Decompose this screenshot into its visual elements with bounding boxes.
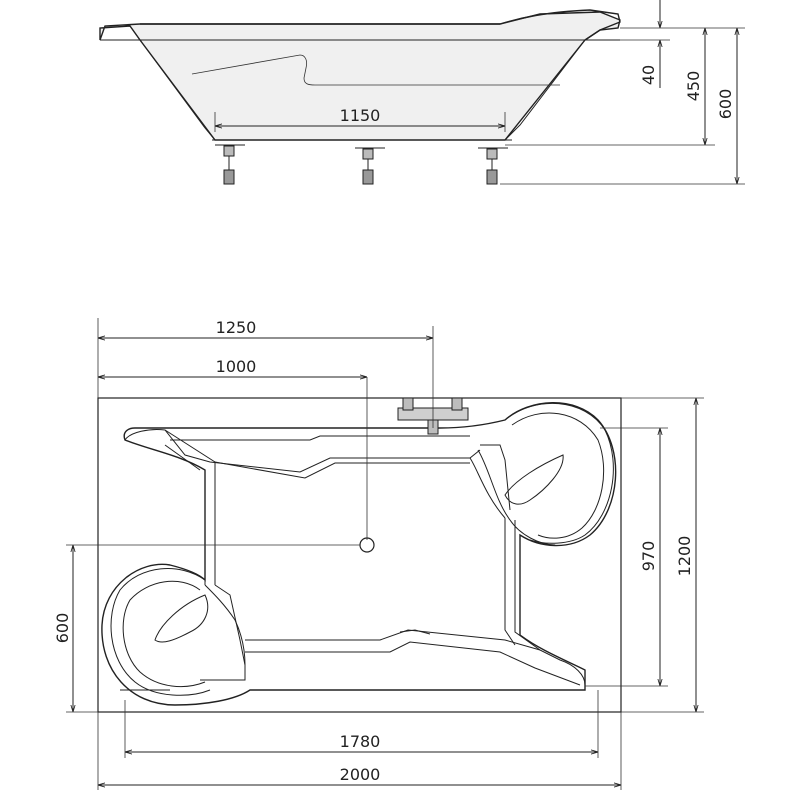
dimension-600-height: 600: [716, 28, 737, 184]
top-view-headrest-left: [110, 568, 211, 696]
dimension-label-40: 40: [639, 65, 658, 85]
dimension-label-1000: 1000: [216, 357, 257, 376]
top-view-headrest-left-groove: [154, 594, 209, 643]
top-view-headrest-right: [504, 402, 614, 544]
tub-leg-middle: [355, 147, 385, 185]
dimension-label-1780: 1780: [340, 732, 381, 751]
dimension-label-1200: 1200: [675, 536, 694, 577]
dimension-label-600-width: 600: [53, 613, 72, 644]
top-view-backrest-lower-right: [245, 629, 586, 686]
dimension-2000: 2000: [98, 765, 621, 785]
dimension-450: 450: [684, 28, 705, 145]
dimension-1000: 1000: [98, 357, 368, 540]
dimension-1780: 1780: [125, 732, 598, 752]
dimension-label-1150: 1150: [340, 106, 381, 125]
top-view-backrest-upper-left: [124, 429, 481, 473]
dimension-1200: 1200: [675, 398, 696, 712]
dimension-label-970: 970: [639, 541, 658, 572]
dimension-1150: 1150: [214, 106, 506, 132]
dimension-1250: 1250: [97, 318, 434, 428]
top-view-headrest-right-groove: [504, 454, 564, 505]
dimension-label-450: 450: [684, 71, 703, 102]
drain-icon: [359, 537, 375, 553]
top-view: 1250 1000 970 1200 600: [53, 318, 704, 790]
dimension-label-600-height: 600: [716, 89, 735, 120]
top-view-outer-rim: [97, 397, 622, 713]
side-view: 1150 40 450 600: [99, 0, 745, 185]
dimension-label-1250: 1250: [216, 318, 257, 337]
tub-leg-right: [478, 147, 508, 185]
dimension-600-width: 600: [53, 544, 360, 713]
tub-legs: [215, 144, 508, 185]
dimension-970: 970: [639, 428, 660, 686]
side-view-seat-contour: [191, 54, 560, 86]
dimension-label-2000: 2000: [340, 765, 381, 784]
dimension-40: 40: [639, 0, 660, 88]
tub-leg-left: [215, 144, 245, 185]
